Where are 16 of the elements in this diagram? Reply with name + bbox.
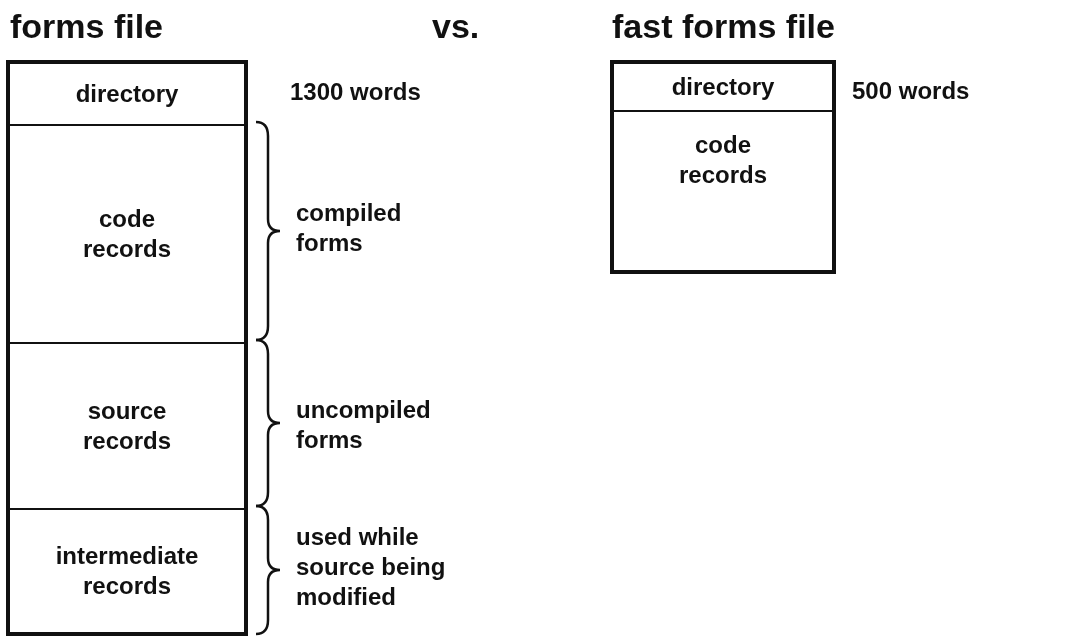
section-note: used while source being modified (296, 522, 447, 612)
size-note: 500 words (852, 76, 970, 106)
section-label: intermediate records (54, 541, 200, 601)
section-label: code records (677, 130, 768, 190)
size-note: 1300 words (290, 77, 421, 107)
file-heading: fast forms file (612, 6, 835, 46)
file-heading: forms file (10, 6, 164, 46)
section-note: compiled forms (296, 198, 403, 258)
section-label: code records (81, 204, 172, 264)
section-label: source records (81, 396, 172, 456)
section-note: uncompiled forms (296, 395, 432, 455)
file-box (610, 60, 836, 274)
section-label: directory (671, 72, 775, 102)
separator-text: vs. (432, 6, 480, 46)
file-box (6, 60, 248, 636)
section-label: directory (75, 79, 179, 109)
